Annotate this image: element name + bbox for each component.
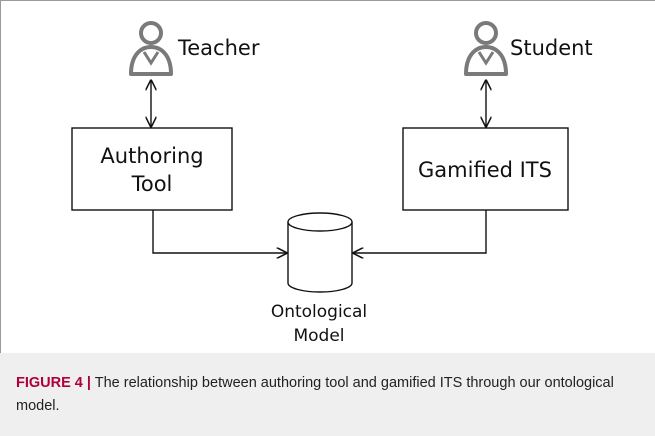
figure-caption: FIGURE 4 | The relationship between auth… (16, 372, 641, 418)
authoring-tool-box (71, 127, 233, 211)
database-icon (287, 212, 353, 293)
authoring-tool-label-line2: Tool (131, 172, 173, 196)
student-label: Student (510, 36, 593, 60)
figure-number: FIGURE 4 | (16, 375, 91, 391)
teacher-label: Teacher (177, 36, 260, 60)
caption-text: The relationship between authoring tool … (16, 375, 614, 414)
teacher-user-icon (129, 21, 173, 76)
ontological-model-label-line1: Ontological (271, 302, 367, 322)
authoring-to-model-connector (152, 210, 287, 253)
student-user-icon (464, 21, 508, 76)
ontological-model-label-line2: Model (293, 326, 344, 346)
gamified-its-label: Gamified ITS (418, 158, 552, 182)
frame-top-border (0, 0, 655, 1)
its-to-model-connector (353, 210, 487, 253)
frame-left-border (0, 0, 1, 436)
authoring-tool-label-line1: Authoring (100, 144, 203, 168)
caption-background (0, 353, 655, 436)
